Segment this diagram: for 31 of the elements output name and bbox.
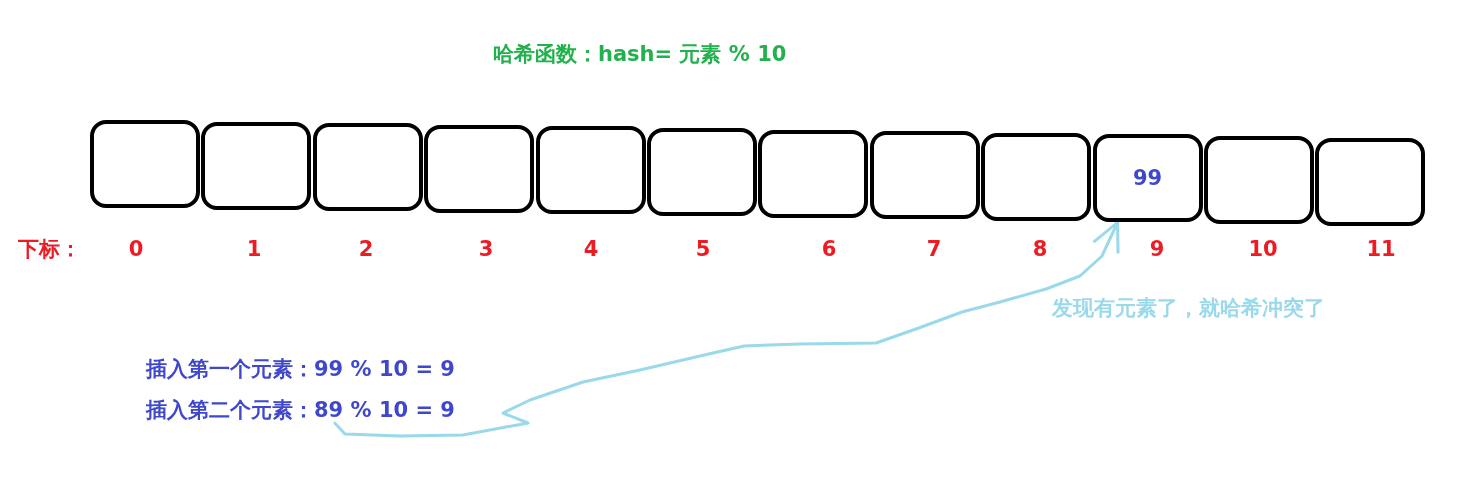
array-slot xyxy=(312,123,423,212)
index-number: 5 xyxy=(695,237,711,263)
array-slot xyxy=(758,129,869,218)
insertion-note: 插入第一个元素：99 % 10 = 9 xyxy=(146,357,455,383)
hand-drawn-arrow xyxy=(333,220,1120,438)
array-slot xyxy=(535,126,646,215)
array-slot xyxy=(90,120,200,208)
index-number: 2 xyxy=(358,237,374,263)
array-slot xyxy=(869,131,980,220)
slot-value: 99 xyxy=(1132,165,1163,191)
index-number: 9 xyxy=(1149,237,1165,263)
index-number: 3 xyxy=(478,237,494,263)
formula-title: 哈希函数：hash= 元素 % 10 xyxy=(493,42,787,68)
array-slot xyxy=(1092,134,1203,223)
array-slot xyxy=(1315,137,1426,226)
array-slot xyxy=(201,121,312,210)
array-slot xyxy=(981,132,1092,221)
index-number: 7 xyxy=(926,237,942,263)
array-slot xyxy=(1204,136,1314,224)
index-number: 1 xyxy=(246,237,262,263)
array-slot xyxy=(647,128,757,216)
index-number: 10 xyxy=(1248,237,1278,263)
collision-note: 发现有元素了，就哈希冲突了 xyxy=(1052,296,1325,322)
index-heading: 下标： xyxy=(18,237,81,263)
index-number: 0 xyxy=(128,237,144,263)
index-number: 4 xyxy=(583,237,599,263)
index-number: 11 xyxy=(1366,237,1396,263)
index-number: 8 xyxy=(1032,237,1048,263)
insertion-note: 插入第二个元素：89 % 10 = 9 xyxy=(146,398,455,424)
array-slot xyxy=(424,124,535,213)
index-number: 6 xyxy=(821,237,837,263)
